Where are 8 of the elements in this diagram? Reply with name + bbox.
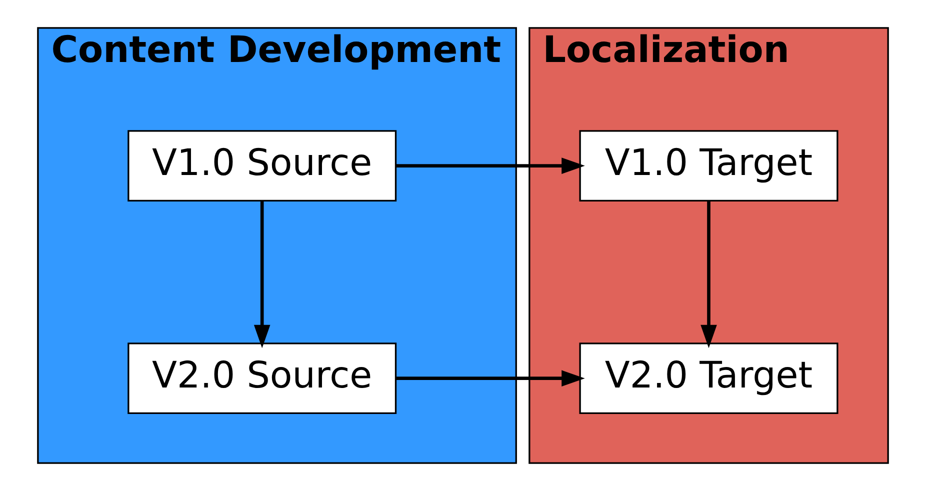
- node-box: V1.0 Target: [578, 130, 838, 202]
- node-box: V2.0 Target: [578, 342, 838, 414]
- node-box: V1.0 Source: [127, 130, 396, 202]
- arrow: [396, 370, 584, 386]
- node-box: V2.0 Source: [127, 342, 396, 414]
- arrow: [396, 158, 584, 174]
- arrow: [253, 201, 270, 348]
- arrow: [700, 201, 716, 348]
